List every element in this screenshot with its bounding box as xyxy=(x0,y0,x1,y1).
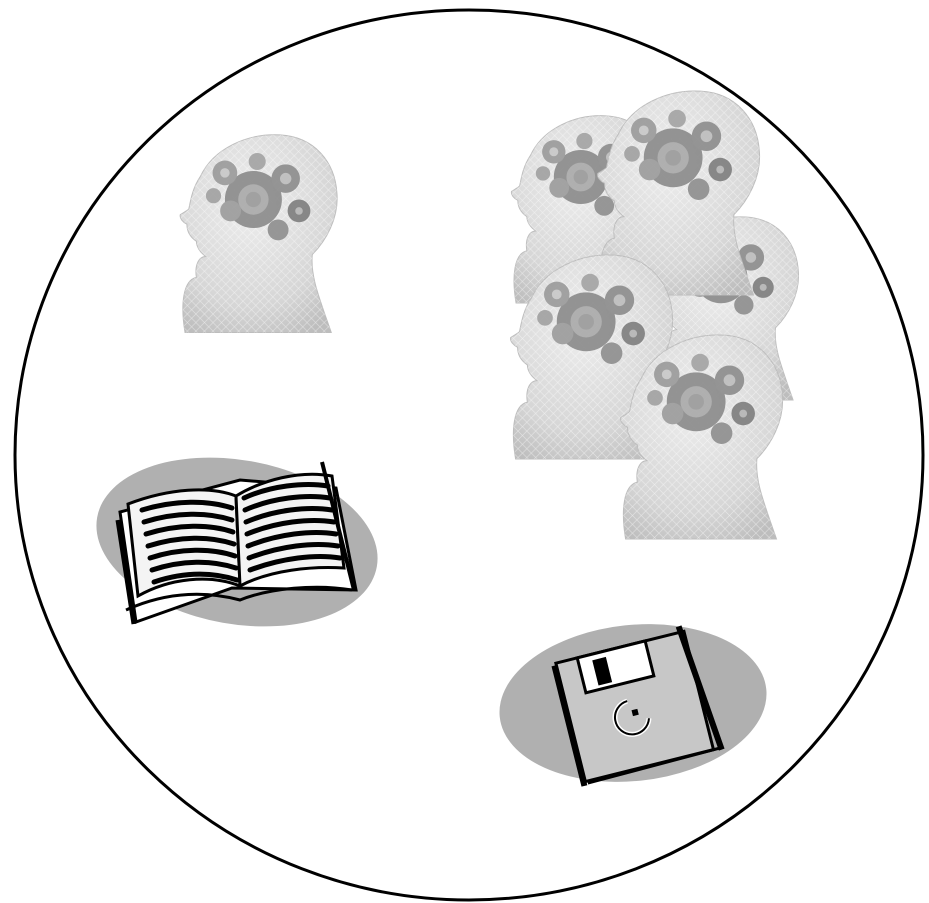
outer-circle xyxy=(15,10,923,900)
